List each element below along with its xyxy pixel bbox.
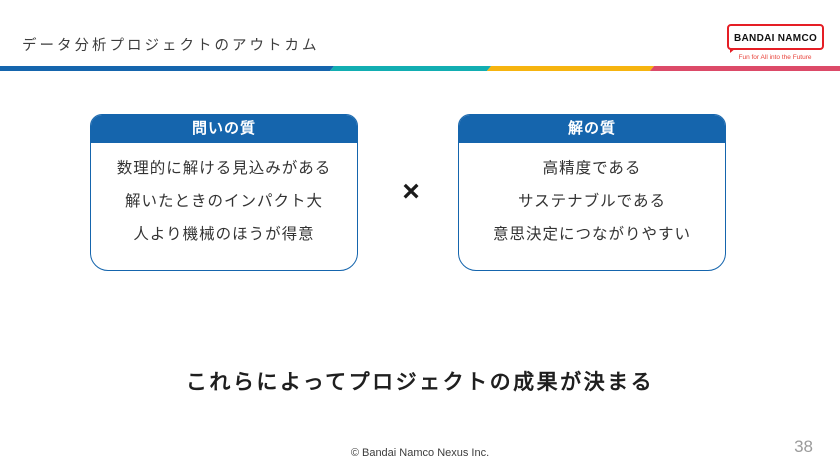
brand-logo-bubble: BANDAI NAMCO [727,24,825,53]
solution-quality-card-header: 解の質 [459,115,725,143]
card-item: 高精度である [542,160,642,177]
card-item: 解いたときのインパクト大 [124,193,323,210]
stripe-segment-yellow [486,66,655,71]
stripe-segment-blue [0,66,335,71]
stripe-segment-pink [649,66,840,71]
card-item: 人より機械のほうが得意 [133,226,315,243]
question-quality-card-header: 問いの質 [91,115,357,143]
page-title: データ分析プロジェクトのアウトカム [22,38,320,54]
copyright-text: © Bandai Namco Nexus Inc. [350,447,490,459]
brand-logo-text: BANDAI NAMCO [734,33,818,44]
multiply-operator: × [402,175,420,208]
question-quality-card-body: 数理的に解ける見込みがある 解いたときのインパクト大 人より機械のほうが得意 [91,143,357,251]
card-item: 意思決定につながりやすい [492,226,691,243]
brand-tagline: Fun for All into the Future [738,54,812,61]
brand-logo: BANDAI NAMCO Fun for All into the Future [727,24,825,61]
accent-stripe [0,66,840,71]
conclusion-text: これらによってプロジェクトの成果が決まる [185,371,655,394]
solution-quality-card: 解の質 高精度である サステナブルである 意思決定につながりやすい [458,114,726,271]
solution-quality-card-body: 高精度である サステナブルである 意思決定につながりやすい [459,143,725,251]
question-quality-card: 問いの質 数理的に解ける見込みがある 解いたときのインパクト大 人より機械のほう… [90,114,358,271]
card-item: 数理的に解ける見込みがある [116,160,332,177]
stripe-segment-teal [329,66,492,71]
card-item: サステナブルである [517,193,667,210]
speech-bubble-tail-icon [730,48,736,53]
page-number: 38 [794,437,813,456]
